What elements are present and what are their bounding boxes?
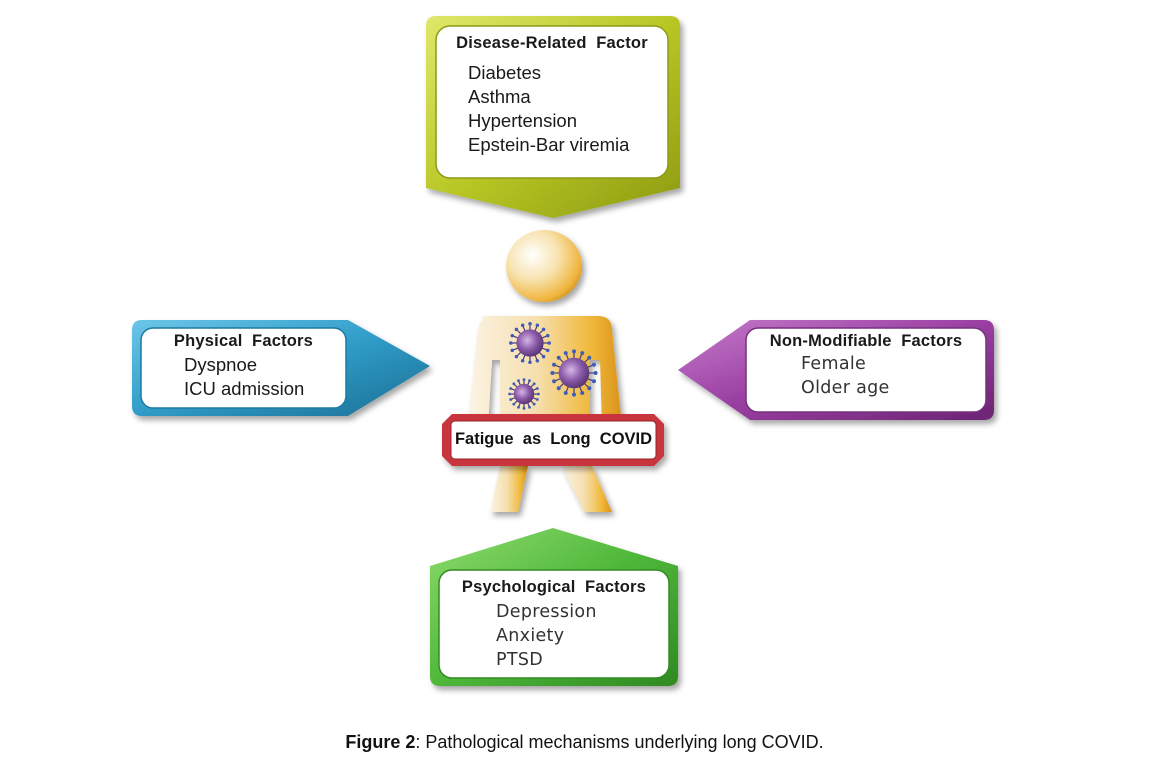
psychological-factor-item: Depression — [496, 602, 597, 622]
disease-factor-item: Epstein-Bar viremia — [468, 134, 630, 155]
disease-factor-item: Hypertension — [468, 110, 578, 131]
disease-factor-box: Disease-Related Factor Diabetes Asthma H… — [436, 34, 668, 157]
disease-factor-item: Asthma — [468, 86, 531, 107]
psychological-factor-item: Anxiety — [496, 626, 565, 646]
psychological-factor-list: Depression Anxiety PTSD — [439, 600, 669, 672]
nonmodifiable-factor-item: Female — [801, 354, 867, 374]
physical-factor-list: Dyspnoe ICU admission — [141, 353, 346, 401]
physical-factor-shape — [132, 320, 430, 416]
disease-factor-title: Disease-Related Factor — [456, 34, 648, 52]
virus-icon — [508, 378, 540, 410]
physical-factor-box: Physical Factors Dyspnoe ICU admission — [141, 332, 346, 401]
figure-caption-label: Figure 2 — [345, 732, 416, 752]
nonmodifiable-factor-list: Female Older age — [746, 352, 986, 400]
virus-icons — [508, 322, 598, 410]
virus-icon — [550, 349, 598, 397]
figure-caption: Figure 2: Pathological mechanisms underl… — [0, 732, 1169, 753]
physical-factor-item: Dyspnoe — [184, 354, 258, 375]
center-label-shape — [442, 414, 664, 466]
center-label: Fatigue as Long COVID — [454, 430, 653, 448]
virus-icon — [509, 322, 551, 364]
physical-factor-title: Physical Factors — [173, 332, 314, 350]
physical-factor-item: ICU admission — [184, 378, 305, 399]
nonmodifiable-factor-title: Non-Modifiable Factors — [769, 332, 963, 350]
psychological-factor-shape — [430, 528, 678, 686]
nonmodifiable-factor-item: Older age — [801, 378, 890, 398]
person-figure — [468, 230, 622, 512]
psychological-factor-item: PTSD — [496, 650, 544, 670]
psychological-factor-box: Psychological Factors Depression Anxiety… — [439, 578, 669, 672]
disease-factor-list: Diabetes Asthma Hypertension Epstein-Bar… — [436, 61, 668, 157]
figure-caption-text: : Pathological mechanisms underlying lon… — [415, 732, 824, 752]
nonmodifiable-factor-shape — [678, 320, 994, 420]
nonmodifiable-factor-box: Non-Modifiable Factors Female Older age — [746, 332, 986, 400]
psychological-factor-title: Psychological Factors — [461, 578, 647, 596]
disease-factor-shape — [426, 16, 680, 218]
disease-factor-item: Diabetes — [468, 62, 542, 83]
